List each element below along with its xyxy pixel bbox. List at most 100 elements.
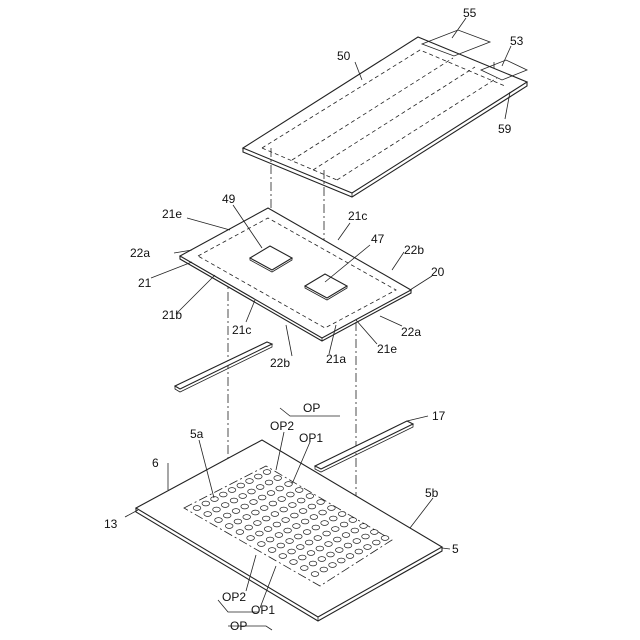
opening-hole bbox=[286, 539, 294, 544]
label-21e-upper: 21e bbox=[162, 207, 182, 221]
opening-hole bbox=[364, 545, 372, 550]
opening-hole bbox=[297, 545, 305, 550]
opening-hole bbox=[342, 533, 350, 538]
label-49: 49 bbox=[222, 192, 236, 206]
opening-hole bbox=[236, 530, 244, 535]
opening-hole bbox=[330, 516, 338, 521]
opening-hole bbox=[282, 518, 290, 523]
label-21a: 21a bbox=[326, 352, 346, 366]
opening-hole bbox=[312, 525, 320, 530]
label-53: 53 bbox=[510, 34, 524, 48]
opening-hole bbox=[317, 500, 325, 505]
opening-hole bbox=[351, 528, 359, 533]
opening-hole bbox=[310, 515, 318, 520]
opening-hole bbox=[373, 540, 381, 545]
label-20: 20 bbox=[431, 265, 445, 279]
opening-hole bbox=[221, 503, 229, 508]
opening-hole bbox=[267, 491, 275, 496]
opening-hole bbox=[223, 513, 231, 518]
spacer-bar-17 bbox=[315, 421, 413, 472]
opening-hole bbox=[320, 567, 328, 572]
opening-hole bbox=[258, 495, 266, 500]
opening-hole bbox=[256, 485, 264, 490]
opening-hole bbox=[381, 536, 389, 541]
label-op2-top: OP2 bbox=[270, 419, 294, 433]
opening-hole bbox=[340, 522, 348, 527]
opening-hole bbox=[346, 554, 354, 559]
opening-hole bbox=[271, 512, 279, 517]
opening-hole bbox=[318, 557, 326, 562]
opening-hole bbox=[287, 492, 295, 497]
opening-hole bbox=[285, 482, 293, 487]
opening-hole bbox=[232, 509, 240, 514]
opening-hole bbox=[299, 509, 307, 514]
opening-hole bbox=[314, 536, 322, 541]
opening-hole bbox=[360, 524, 368, 529]
opening-hole bbox=[263, 470, 271, 475]
opening-hole bbox=[332, 527, 340, 532]
label-5b: 5b bbox=[425, 486, 439, 500]
opening-hole bbox=[239, 494, 247, 499]
opening-hole bbox=[295, 534, 303, 539]
opening-hole bbox=[371, 530, 379, 535]
opening-hole bbox=[325, 542, 333, 547]
label-22b-lower: 22b bbox=[270, 356, 290, 370]
opening-hole bbox=[248, 489, 256, 494]
label-5: 5 bbox=[452, 542, 459, 556]
opening-hole bbox=[246, 479, 254, 484]
opening-hole bbox=[268, 548, 276, 553]
opening-hole bbox=[321, 521, 329, 526]
label-op-bottom: OP bbox=[230, 619, 247, 633]
opening-hole bbox=[276, 486, 284, 491]
opening-hole bbox=[295, 488, 303, 493]
opening-hole bbox=[336, 548, 344, 553]
opening-hole bbox=[254, 474, 262, 479]
opening-hole bbox=[211, 497, 219, 502]
opening-hole bbox=[247, 536, 255, 541]
label-21: 21 bbox=[138, 276, 152, 290]
opening-hole bbox=[305, 540, 313, 545]
opening-hole bbox=[254, 521, 262, 526]
opening-hole bbox=[230, 498, 238, 503]
label-22a-left: 22a bbox=[130, 246, 150, 260]
opening-hole bbox=[307, 551, 315, 556]
opening-hole bbox=[301, 566, 309, 571]
opening-hole bbox=[338, 512, 346, 517]
label-21c-upper: 21c bbox=[348, 209, 367, 223]
opening-hole bbox=[228, 488, 236, 493]
opening-hole bbox=[266, 537, 274, 542]
label-55: 55 bbox=[463, 6, 477, 20]
opening-hole bbox=[280, 507, 288, 512]
label-21c-lower: 21c bbox=[232, 323, 251, 337]
label-22a-right: 22a bbox=[401, 325, 421, 339]
label-59: 59 bbox=[498, 122, 512, 136]
opening-hole bbox=[269, 501, 277, 506]
opening-hole bbox=[355, 549, 363, 554]
label-50: 50 bbox=[337, 49, 351, 63]
opening-hole bbox=[301, 519, 309, 524]
opening-hole bbox=[293, 524, 301, 529]
opening-hole bbox=[250, 500, 258, 505]
opening-hole bbox=[284, 528, 292, 533]
label-22b-right: 22b bbox=[404, 243, 424, 257]
opening-hole bbox=[289, 503, 297, 508]
opening-hole bbox=[288, 549, 296, 554]
opening-hole bbox=[193, 506, 201, 511]
opening-hole bbox=[306, 494, 314, 499]
opening-hole bbox=[204, 512, 212, 517]
opening-hole bbox=[243, 515, 251, 520]
opening-hole bbox=[334, 537, 342, 542]
label-op1-top: OP1 bbox=[299, 431, 323, 445]
opening-hole bbox=[262, 516, 270, 521]
opening-hole bbox=[362, 534, 370, 539]
opening-hole bbox=[260, 506, 268, 511]
opening-hole bbox=[265, 480, 273, 485]
opening-hole bbox=[202, 501, 210, 506]
opening-hole bbox=[327, 552, 335, 557]
opening-hole bbox=[279, 554, 287, 559]
label-op2-bottom: OP2 bbox=[222, 590, 246, 604]
opening-hole bbox=[297, 498, 305, 503]
opening-hole bbox=[299, 555, 307, 560]
opening-hole bbox=[323, 531, 331, 536]
